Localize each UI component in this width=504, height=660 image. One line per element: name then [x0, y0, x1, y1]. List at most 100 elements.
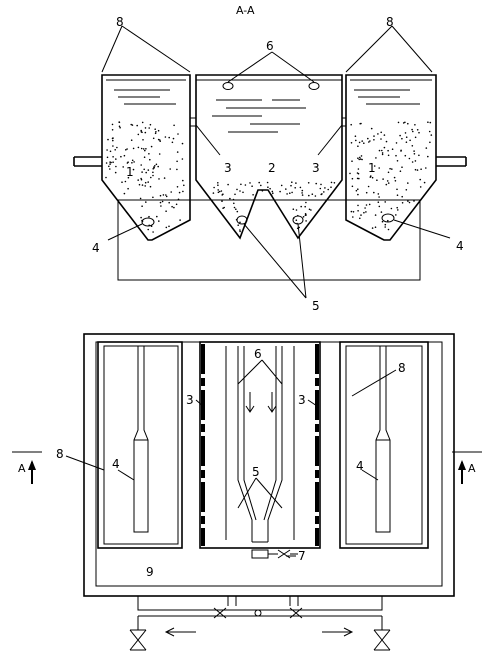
sediment-dot	[359, 158, 362, 160]
sediment-dot	[222, 207, 224, 209]
sediment-dot	[396, 188, 398, 191]
sediment-dot	[160, 205, 162, 207]
sediment-dot	[286, 193, 288, 195]
sediment-dot	[217, 184, 219, 186]
sediment-dot	[408, 201, 411, 204]
sediment-dot	[176, 168, 178, 171]
plan-view: A A 6 3 3 8 8 4 4 5 7 9	[12, 333, 482, 651]
sediment-dot	[232, 198, 235, 201]
sediment-dot	[375, 157, 377, 159]
sediment-dot	[121, 181, 123, 183]
sediment-dot	[387, 171, 390, 174]
sediment-dot	[380, 138, 382, 140]
sediment-dot	[141, 171, 143, 173]
sediment-dot	[159, 140, 161, 142]
sediment-dot	[407, 200, 409, 202]
sediment-dot	[171, 141, 174, 144]
sediment-dot	[295, 219, 298, 221]
sediment-dot	[220, 190, 223, 192]
sediment-dot	[140, 147, 143, 150]
sediment-dot	[124, 180, 127, 183]
sediment-dot	[305, 220, 307, 222]
sediment-dot	[152, 168, 154, 170]
sediment-dot	[112, 139, 114, 142]
sediment-dot	[237, 224, 239, 226]
bottom-pipework	[129, 596, 391, 651]
sediment-dot	[149, 123, 152, 126]
sediment-dot	[389, 167, 391, 170]
label-2: 2	[268, 161, 276, 175]
sediment-dot	[357, 188, 359, 190]
sediment-dot	[294, 187, 297, 189]
sediment-dot	[300, 205, 303, 208]
sediment-dot	[152, 171, 154, 174]
sediment-dot	[148, 215, 150, 218]
sediment-dot	[140, 216, 142, 219]
sediment-dot	[358, 141, 361, 144]
label-3-right: 3	[312, 161, 320, 175]
sediment-dot	[401, 137, 403, 140]
sediment-dot	[370, 127, 373, 130]
inlet-port-right	[308, 82, 320, 90]
sediment-dot	[349, 172, 351, 175]
label-5-top: 5	[312, 299, 320, 313]
sediment-dot	[126, 148, 128, 150]
sediment-dot	[414, 168, 417, 171]
sediment-dot	[376, 179, 378, 181]
sediment-dot	[173, 206, 175, 209]
sediment-dot	[152, 174, 154, 177]
sediment-dot	[154, 165, 156, 167]
sediment-dot	[130, 123, 132, 126]
sediment-dot	[413, 153, 416, 155]
sediment-dot	[150, 145, 153, 148]
sediment-dot	[368, 203, 371, 206]
sediment-dot	[411, 128, 413, 131]
sediment-dot	[144, 181, 147, 184]
sediment-dot	[361, 140, 364, 142]
sediment-dot	[364, 207, 366, 209]
sediment-dot	[218, 190, 221, 193]
label-8-right: 8	[386, 15, 394, 29]
sediment-dot	[429, 121, 432, 124]
sediment-dot	[305, 201, 307, 204]
sediment-dot	[172, 137, 175, 140]
sediment-dot	[381, 152, 384, 154]
sediment-dot	[139, 197, 142, 200]
sediment-dot	[105, 176, 107, 179]
label-3-left: 3	[224, 161, 232, 175]
sediment-dot	[290, 184, 292, 187]
sediment-dot	[236, 210, 239, 213]
sediment-dot	[123, 154, 126, 157]
sediment-dot	[411, 145, 414, 147]
sediment-dot	[156, 215, 158, 218]
sediment-dot	[404, 132, 407, 134]
sediment-dot	[387, 182, 390, 184]
sediment-dot	[385, 140, 388, 143]
sediment-dot	[141, 121, 144, 124]
sediment-dot	[367, 185, 370, 188]
sediment-dot	[395, 214, 397, 216]
label-3-plan-right: 3	[298, 393, 306, 407]
sediment-dot	[127, 187, 129, 190]
right-outlet-pipe	[436, 156, 467, 167]
sediment-dot	[152, 137, 155, 140]
sediment-dot	[112, 145, 114, 147]
sediment-dot	[217, 182, 219, 184]
sediment-dot	[323, 191, 325, 193]
sediment-dot	[374, 226, 377, 228]
sediment-dot	[266, 181, 269, 184]
sediment-dot	[378, 196, 380, 198]
water-surface-lines	[114, 89, 420, 133]
sediment-dot	[330, 186, 332, 188]
sediment-dot	[147, 181, 149, 183]
sediment-dot	[301, 194, 304, 196]
sediment-dot	[181, 158, 184, 160]
sediment-dot	[234, 193, 236, 196]
sediment-dot	[394, 180, 397, 182]
sediment-dot	[213, 186, 215, 189]
sediment-dot	[360, 155, 363, 157]
sediment-dot	[168, 225, 170, 228]
sediment-dot	[165, 195, 168, 198]
sediment-dot	[387, 228, 390, 231]
sediment	[105, 121, 433, 233]
